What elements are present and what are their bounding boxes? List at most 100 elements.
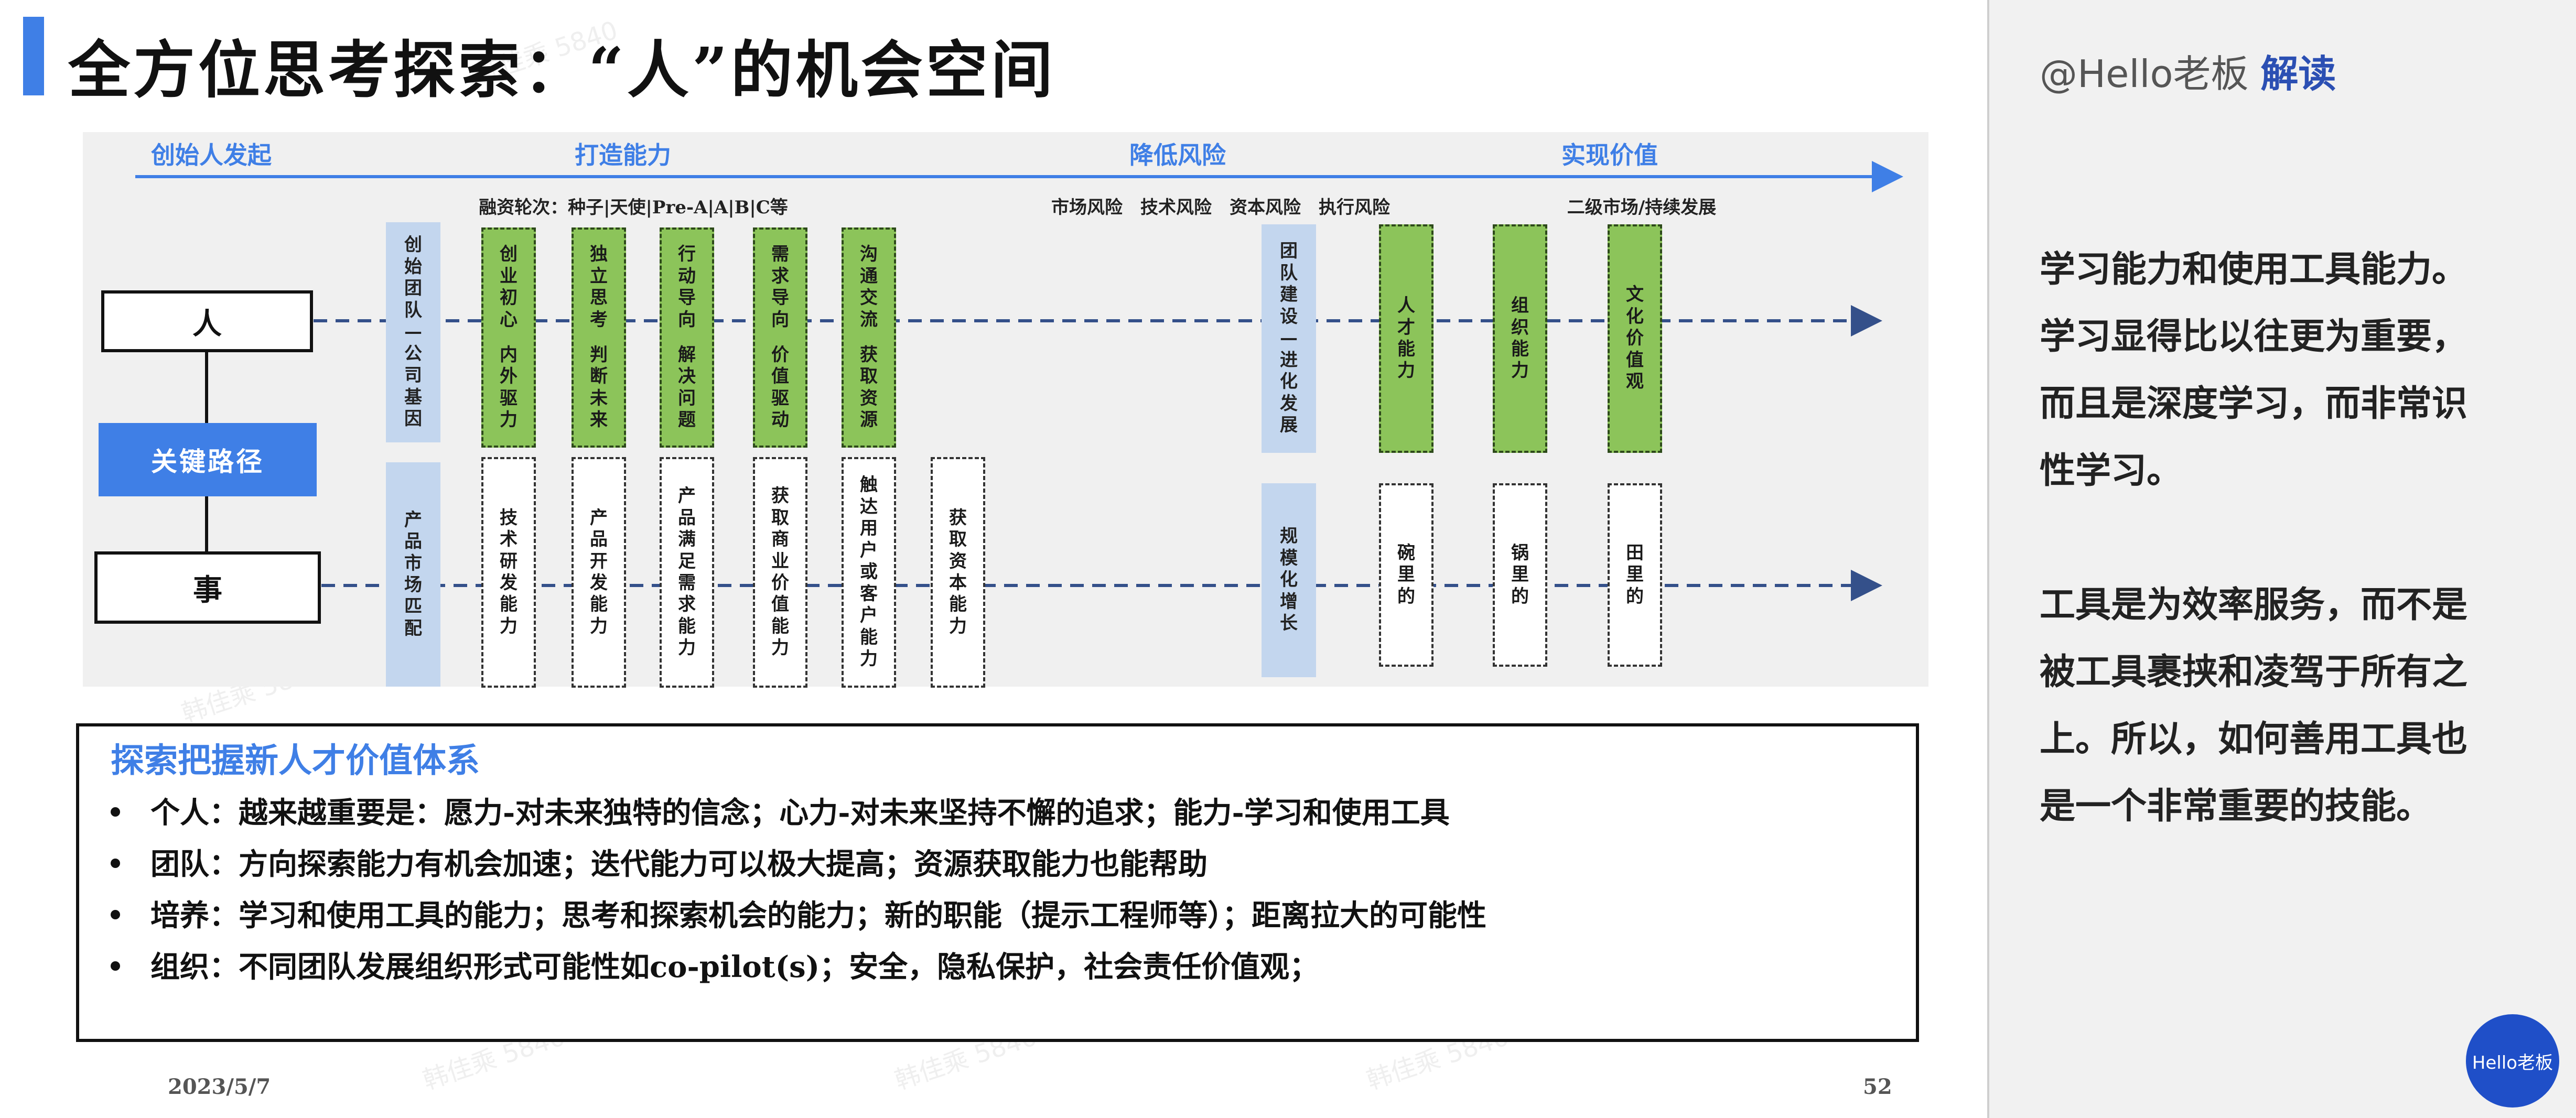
column-char: —: [404, 321, 422, 343]
column-char: 取: [771, 507, 789, 528]
column-char: 内: [500, 344, 518, 365]
column-char: 始: [404, 256, 422, 277]
funding-rounds-label: 融资轮次：种子|天使|Pre-A|A|B|C等: [479, 197, 788, 218]
column-char: 进: [1280, 349, 1298, 371]
column-char: 化: [1280, 569, 1298, 591]
column-char: 发: [590, 572, 608, 593]
capability-column: 产品满足需求能力: [660, 457, 714, 688]
commentary-line: 性学习。: [2040, 450, 2183, 492]
column-char: 能: [1511, 339, 1529, 360]
path-diagram: 创始人发起 打造能力 降低风险 实现价值 融资轮次：种子|天使|Pre-A|A|…: [83, 132, 1928, 688]
column-char: 团: [1280, 241, 1298, 262]
column-char: 团: [404, 278, 422, 299]
capability-column: 锅里的: [1493, 483, 1547, 667]
column-char: 碗: [1397, 542, 1415, 563]
column-char: 术: [500, 529, 518, 550]
column-char: 力: [949, 615, 967, 637]
commentary-line: 学习显得比以往更为重要，: [2040, 316, 2468, 357]
column-char: 创: [500, 244, 518, 265]
column-char: 场: [404, 574, 422, 595]
column-char: 力: [860, 648, 878, 670]
phase-founder: 创始人发起: [151, 141, 272, 169]
explore-bullet: 个人：越来越重要是：愿力-对未来独特的信念；心力-对未来坚持不懈的追求；能力-学…: [111, 789, 1450, 832]
column-char: 用: [860, 518, 878, 539]
column-char: 取: [949, 529, 967, 550]
column-char: 开: [590, 550, 608, 572]
capability-column: 文化价值观: [1608, 224, 1662, 453]
column-char: 立: [590, 265, 608, 287]
capability-column: 触达用户或客户能力: [842, 457, 896, 688]
column-char: 配: [404, 617, 422, 639]
capability-column: 规模化增长: [1262, 483, 1316, 677]
column-char: 里: [1511, 564, 1529, 585]
explore-bullet: 培养：学习和使用工具的能力；思考和探索机会的能力；新的职能（提示工程师等）；距离…: [111, 892, 1486, 935]
capability-column: 碗里的: [1379, 483, 1433, 667]
thing-node: 事: [94, 551, 321, 624]
column-char: 值: [1626, 349, 1644, 371]
column-char: 价: [771, 572, 789, 593]
column-char: 基: [404, 386, 422, 408]
column-char: 问: [678, 387, 696, 409]
commentary-line: 学习能力和使用工具能力。: [2040, 248, 2468, 290]
column-char: 力: [771, 637, 789, 659]
explore-title: 探索把握新人才价值体系: [111, 741, 480, 780]
title-accent-bar: [23, 17, 44, 95]
column-char: 长: [1280, 613, 1298, 634]
column-char: 产: [678, 485, 696, 507]
column-char: 独: [590, 244, 608, 265]
column-char: 队: [404, 299, 422, 321]
risk-types-label: 市场风险 技术风险 资本风险 执行风险: [1051, 197, 1390, 218]
column-char: 题: [678, 409, 696, 431]
column-char: 力: [590, 615, 608, 637]
column-char: 动: [678, 265, 696, 287]
author-handle: @Hello老板: [2040, 52, 2249, 96]
column-char: 考: [590, 309, 608, 330]
explore-box: 探索把握新人才价值体系 个人：越来越重要是：愿力-对未来独特的信念；心力-对未来…: [76, 723, 1919, 1042]
column-char: 产: [404, 509, 422, 530]
column-char: 流: [860, 309, 878, 330]
column-char: 资: [949, 550, 967, 572]
column-char: 队: [1280, 262, 1298, 284]
column-char: 满: [678, 529, 696, 550]
bullet-dot: [111, 859, 120, 869]
column-char: 创: [404, 234, 422, 256]
column-char: 研: [500, 550, 518, 572]
capability-column: 创始团队—公司基因: [386, 222, 440, 442]
column-char: 能: [500, 594, 518, 615]
column-char: 向: [678, 309, 696, 330]
commentary-line: 上。所以，如何善用工具也: [2040, 718, 2468, 760]
column-char: 增: [1280, 591, 1298, 612]
column-char: 田: [1626, 542, 1644, 563]
commentary-header: @Hello老板 解读: [2040, 43, 2336, 98]
brand-badge: Hello老板: [2466, 1014, 2559, 1108]
column-char: 力: [500, 615, 518, 637]
column-char: 判: [590, 344, 608, 365]
column-char: 织: [1511, 317, 1529, 338]
column-char: 的: [1626, 585, 1644, 607]
column-char: 交: [860, 287, 878, 309]
column-char: 资: [860, 387, 878, 409]
capability-column: 组织能力: [1493, 224, 1547, 453]
column-char: 商: [771, 529, 789, 550]
phase-build: 打造能力: [575, 141, 671, 169]
page-number: 52: [1863, 1074, 1892, 1099]
column-char: 断: [590, 366, 608, 387]
column-char: 沟: [860, 244, 878, 265]
key-path-node: 关键路径: [99, 423, 317, 496]
column-char: 驱: [771, 387, 789, 409]
column-char: 能: [1397, 339, 1415, 360]
column-char: 品: [678, 507, 696, 528]
column-char: 司: [404, 365, 422, 386]
capability-column: 产品开发能力: [572, 457, 626, 688]
column-char: 组: [1511, 295, 1529, 317]
footer-date: 2023/5/7: [168, 1074, 271, 1099]
capability-column: 产品市场匹配: [386, 462, 440, 687]
column-char: 达: [860, 496, 878, 517]
column-char: 文: [1626, 284, 1644, 306]
capability-column: 人才能力: [1379, 224, 1433, 453]
column-char: 公: [404, 343, 422, 364]
column-char: 人: [1397, 295, 1415, 317]
column-char: 价: [771, 344, 789, 365]
column-char: 才: [1397, 317, 1415, 338]
column-char: 求: [678, 594, 696, 615]
